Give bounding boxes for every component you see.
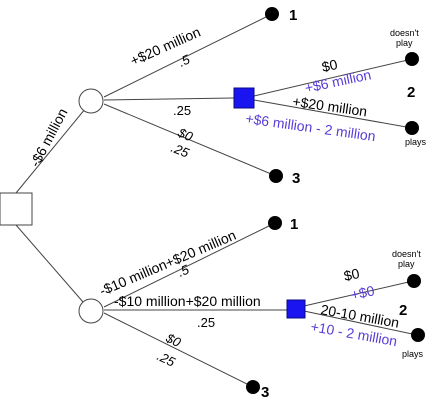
- terminal-upper-decision-top: [405, 52, 419, 66]
- upper-decision-top-action-line2: play: [396, 38, 413, 48]
- root-decision-node: [0, 192, 33, 226]
- lower-player-decision-node: [286, 299, 306, 319]
- terminal-lower-bot: [246, 380, 260, 394]
- upper-player-decision-node: [233, 87, 255, 109]
- edge-lower-decision-top: [303, 280, 414, 307]
- lower-top-outcome: 1: [290, 216, 298, 233]
- upper-decision-top-label: $0: [320, 56, 339, 75]
- edge-lower-decision-bot: [303, 310, 418, 336]
- edge-upper-mid: [103, 97, 235, 101]
- lower-decision-top-action-line2: play: [398, 259, 415, 269]
- upper-mid-branch-prob: .25: [173, 103, 191, 118]
- upper-chance-node: [78, 88, 104, 114]
- upper-decision-outcome: 2: [407, 84, 415, 101]
- upper-bot-outcome: 3: [292, 170, 300, 187]
- lower-top-branch-prob: .5: [175, 261, 192, 279]
- lower-decision-top-action-line1: doesn't: [392, 249, 421, 259]
- upper-decision-top-action-line1: doesn't: [390, 28, 419, 38]
- edge-upper-bot: [103, 103, 277, 177]
- lower-bot-branch-prob: .25: [155, 348, 179, 370]
- root-edge-label: -$6 million: [27, 106, 71, 170]
- terminal-upper-top: [265, 7, 279, 21]
- terminal-upper-bot: [269, 169, 283, 183]
- edge-lower-top: [103, 222, 276, 308]
- lower-decision-top-label: $0: [342, 265, 361, 284]
- lower-decision-outcome: 2: [399, 302, 407, 319]
- upper-decision-bot-action: plays: [405, 137, 427, 147]
- edge-upper-decision-bot: [253, 99, 413, 129]
- upper-bot-branch-label: $0: [175, 124, 196, 144]
- lower-bot-branch-label: $0: [163, 330, 184, 351]
- terminal-lower-decision-top: [407, 274, 421, 288]
- lower-decision-bot-action: plays: [402, 349, 424, 359]
- edge-upper-decision-top: [253, 58, 413, 97]
- upper-top-outcome: 1: [289, 7, 297, 24]
- edge-upper-top: [103, 13, 273, 98]
- lower-top-branch-label: -$10 million+$20 million: [97, 227, 238, 299]
- terminal-lower-top: [268, 216, 282, 230]
- edge-root-upper: [15, 102, 91, 194]
- edge-lower-bot: [103, 312, 254, 388]
- edge-root-lower: [15, 224, 91, 311]
- lower-decision-top-value: +$0: [349, 282, 376, 303]
- nodes: [0, 7, 425, 394]
- terminal-lower-decision-bot: [411, 328, 425, 342]
- upper-decision-bot-label: +$20 million: [292, 93, 369, 119]
- upper-bot-branch-prob: .25: [169, 140, 192, 161]
- edges: [15, 13, 418, 388]
- lower-chance-node: [78, 298, 104, 324]
- lower-bot-outcome: 3: [261, 384, 269, 401]
- labels: -$6 million +$20 million .5 1 .25 $0 .25…: [27, 7, 427, 401]
- terminal-upper-decision-bot: [405, 121, 419, 135]
- lower-mid-branch-label: -$10 million+$20 million: [114, 293, 261, 309]
- lower-mid-branch-prob: .25: [197, 315, 215, 330]
- upper-top-branch-label: +$20 million: [128, 24, 203, 69]
